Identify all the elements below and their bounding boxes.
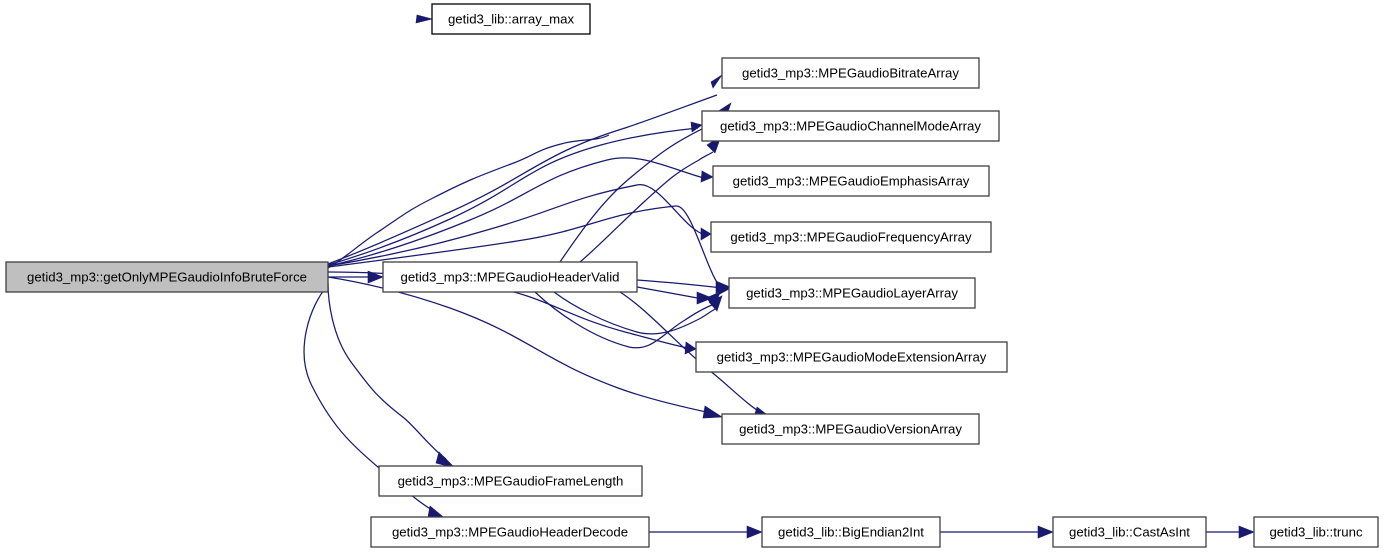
graph-node-array_max[interactable]: getid3_lib::array_max — [431, 3, 591, 35]
node-label: getid3_mp3::MPEGaudioFrameLength — [398, 473, 624, 488]
node-box[interactable] — [431, 3, 591, 35]
arrowhead-icon — [1037, 525, 1054, 539]
node-label: getid3_mp3::MPEGaudioModeExtensionArray — [717, 349, 987, 364]
arrowhead-icon — [690, 121, 703, 133]
graph-node-bigendian2int[interactable]: getid3_lib::BigEndian2Int — [761, 516, 941, 548]
arrowhead-icon — [415, 14, 434, 24]
node-box[interactable] — [382, 261, 638, 293]
graph-node-bitrate[interactable]: getid3_mp3::MPEGaudioBitrateArray — [721, 57, 980, 89]
arrowhead-icon — [696, 291, 713, 305]
node-box[interactable] — [5, 261, 329, 293]
node-box[interactable] — [370, 516, 650, 548]
call-edge-header_valid-to-frequency — [534, 291, 721, 349]
node-label: getid3_mp3::MPEGaudioBitrateArray — [742, 65, 959, 80]
arrowhead-icon — [705, 291, 721, 308]
node-label: getid3_mp3::MPEGaudioVersionArray — [739, 421, 962, 436]
arrowhead-icon — [700, 170, 714, 183]
node-label: getid3_mp3::MPEGaudioFrequencyArray — [730, 229, 972, 244]
node-label: getid3_mp3::MPEGaudioChannelModeArray — [720, 118, 981, 133]
node-box[interactable] — [721, 413, 980, 445]
node-box[interactable] — [721, 57, 980, 89]
graph-node-emphasis[interactable]: getid3_mp3::MPEGaudioEmphasisArray — [712, 165, 990, 197]
node-label: getid3_mp3::getOnlyMPEGaudioInfoBruteFor… — [27, 269, 307, 284]
graph-node-channelmode[interactable]: getid3_mp3::MPEGaudioChannelModeArray — [701, 110, 1000, 142]
call-edge-root-to-version — [327, 276, 723, 419]
arrowhead-icon — [367, 270, 384, 284]
graph-node-framelength[interactable]: getid3_mp3::MPEGaudioFrameLength — [378, 465, 643, 497]
node-label: getid3_lib::array_max — [448, 11, 574, 26]
call-edge-castasint-to-trunc — [1206, 525, 1255, 539]
node-box[interactable] — [695, 341, 1008, 373]
node-label: getid3_mp3::MPEGaudioLayerArray — [746, 285, 958, 300]
call-edge-root-to-header_valid — [328, 270, 384, 284]
node-label: getid3_lib::BigEndian2Int — [778, 524, 924, 539]
graph-node-frequency[interactable]: getid3_mp3::MPEGaudioFrequencyArray — [710, 221, 992, 253]
graph-node-version[interactable]: getid3_mp3::MPEGaudioVersionArray — [721, 413, 980, 445]
node-label: getid3_mp3::MPEGaudioHeaderValid — [401, 269, 620, 284]
edge-line — [327, 276, 712, 414]
arrowhead-icon — [1238, 525, 1255, 539]
call-edge-root-to-array_max — [327, 14, 610, 269]
edge-line — [327, 94, 718, 265]
edge-line — [327, 157, 709, 267]
graph-node-layer[interactable]: getid3_mp3::MPEGaudioLayerArray — [728, 277, 976, 309]
edge-line — [534, 291, 713, 349]
edge-line — [636, 286, 704, 300]
graph-node-trunc[interactable]: getid3_lib::trunc — [1253, 516, 1379, 548]
edge-line — [327, 127, 699, 266]
nodes-layer: getid3_mp3::getOnlyMPEGaudioInfoBruteFor… — [5, 3, 1379, 548]
arrowhead-icon — [700, 227, 712, 241]
arrowhead-icon — [702, 405, 723, 419]
node-box[interactable] — [712, 165, 990, 197]
graph-node-header_decode[interactable]: getid3_mp3::MPEGaudioHeaderDecode — [370, 516, 650, 548]
call-edge-root-to-channelmode — [327, 121, 703, 266]
node-box[interactable] — [378, 465, 643, 497]
edge-line — [327, 184, 708, 267]
node-box[interactable] — [701, 110, 1000, 142]
call-edge-root-to-frequency — [327, 184, 712, 267]
call-edge-root-to-framelength — [327, 282, 456, 469]
call-edge-bigendian2int-to-castasint — [940, 525, 1054, 539]
node-box[interactable] — [728, 277, 976, 309]
arrowhead-icon — [710, 74, 723, 89]
node-box[interactable] — [1052, 516, 1207, 548]
node-label: getid3_mp3::MPEGaudioEmphasisArray — [733, 173, 970, 188]
edge-line — [327, 134, 610, 269]
edge-line — [327, 282, 447, 460]
edge-line — [553, 291, 716, 335]
graph-node-modeextension[interactable]: getid3_mp3::MPEGaudioModeExtensionArray — [695, 341, 1008, 373]
node-label: getid3_mp3::MPEGaudioHeaderDecode — [392, 524, 628, 539]
node-label: getid3_lib::CastAsInt — [1069, 524, 1190, 539]
graph-node-root[interactable]: getid3_mp3::getOnlyMPEGaudioInfoBruteFor… — [5, 261, 329, 293]
arrowhead-icon — [715, 280, 731, 294]
call-edge-header_decode-to-bigendian2int — [649, 525, 763, 539]
node-box[interactable] — [1253, 516, 1379, 548]
node-label: getid3_lib::trunc — [1269, 524, 1363, 539]
edge-line — [327, 205, 726, 291]
call-edge-header_valid-to-modeextension — [636, 286, 713, 305]
edge-line — [636, 279, 723, 289]
node-box[interactable] — [710, 221, 992, 253]
node-box[interactable] — [761, 516, 941, 548]
edge-line — [579, 151, 714, 263]
call-edge-root-to-bitrate — [327, 74, 723, 265]
graph-node-header_valid[interactable]: getid3_mp3::MPEGaudioHeaderValid — [382, 261, 638, 293]
call-edge-header_valid-to-layer — [636, 279, 731, 294]
call-edge-root-to-emphasis — [327, 157, 714, 267]
graph-node-castasint[interactable]: getid3_lib::CastAsInt — [1052, 516, 1207, 548]
arrowhead-icon — [746, 525, 763, 539]
arrowhead-icon — [684, 341, 697, 355]
